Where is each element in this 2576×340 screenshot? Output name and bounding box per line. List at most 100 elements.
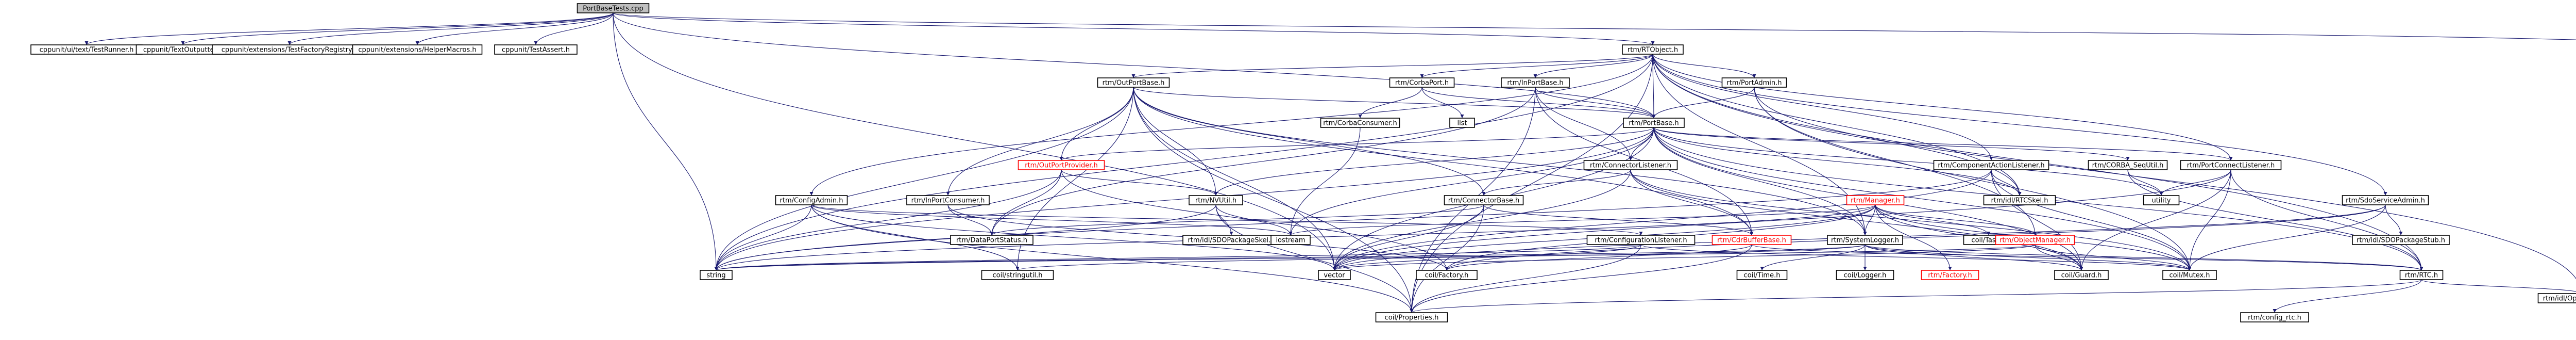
- edge-arrowhead: [1229, 232, 1233, 235]
- edge-arrowhead: [2419, 267, 2424, 270]
- node-rtm-sdoserviceadmin-h[interactable]: rtm/SdoServiceAdmin.h: [2342, 195, 2429, 205]
- node-box: [2240, 312, 2309, 322]
- node-rtm-nvutil-h[interactable]: rtm/NVUtil.h: [1189, 195, 1243, 205]
- node-coil-mutex-h[interactable]: coil/Mutex.h: [2162, 270, 2217, 280]
- node-rtm-dataportstatus-h[interactable]: rtm/DataPortStatus.h: [950, 235, 1033, 245]
- node-label: rtm/PortConnectListener.h: [2187, 162, 2275, 170]
- node-vector[interactable]: vector: [1318, 270, 1351, 280]
- node-box: [981, 270, 1054, 280]
- node-box: [700, 270, 733, 280]
- node-cppunit-ui-text-testrunner-h[interactable]: cppunit/ui/text/TestRunner.h: [30, 44, 143, 55]
- dependency-edge: [613, 12, 717, 271]
- node-rtm-rtc-h[interactable]: rtm/RTC.h: [2399, 270, 2444, 280]
- node-rtm-outportbase-h[interactable]: rtm/OutPortBase.h: [1097, 77, 1170, 88]
- node-rtm-connectorlistener-h[interactable]: rtm/ConnectorListener.h: [1583, 160, 1678, 170]
- node-box: [577, 3, 650, 13]
- node-rtm-componentactionlistener-h[interactable]: rtm/ComponentActionListener.h: [1933, 160, 2049, 170]
- node-box: [1995, 235, 2075, 245]
- edge-arrowhead: [1410, 309, 1414, 313]
- node-label: cppunit/ui/text/TestRunner.h: [40, 46, 134, 54]
- node-label: coil/Time.h: [1744, 272, 1781, 280]
- node-box: [1827, 235, 1903, 245]
- node-rtm-connectorbase-h[interactable]: rtm/ConnectorBase.h: [1444, 195, 1524, 205]
- node-box: [1736, 270, 1788, 280]
- node-rtm-corbaconsumer-h[interactable]: rtm/CorbaConsumer.h: [1320, 118, 1400, 128]
- node-label: vector: [1324, 272, 1345, 280]
- dependency-edge: [716, 204, 812, 271]
- dependency-edge: [716, 54, 1653, 271]
- dependency-edge: [716, 244, 1641, 271]
- node-label: iostream: [1276, 237, 1305, 245]
- edge-arrowhead: [1332, 267, 1336, 270]
- node-rtm-idl-sdopackagestub-h[interactable]: rtm/idl/SDOPackageStub.h: [2352, 235, 2450, 245]
- node-rtm-cdrbufferbase-h[interactable]: rtm/CdrBufferBase.h: [1711, 235, 1792, 245]
- node-rtm-portadmin-h[interactable]: rtm/PortAdmin.h: [1721, 77, 1787, 88]
- node-rtm-portconnectlistener-h[interactable]: rtm/PortConnectListener.h: [2180, 160, 2282, 170]
- node-rtm-idl-openrtmskel-h[interactable]: rtm/idl/OpenRTMSkel.h: [2537, 293, 2576, 303]
- edge-arrowhead: [2126, 157, 2130, 160]
- node-rtm-idl-rtcskel-h[interactable]: rtm/idl/RTCSkel.h: [1983, 195, 2056, 205]
- node-cppunit-extensions-helpermacros-h[interactable]: cppunit/extensions/HelperMacros.h: [352, 44, 483, 55]
- node-rtm-objectmanager-h[interactable]: rtm/ObjectManager.h: [1995, 235, 2075, 245]
- node-rtm-outportprovider-h[interactable]: rtm/OutPortProvider.h: [1018, 160, 1105, 170]
- edge-arrowhead: [1989, 157, 1993, 160]
- node-label: rtm/CorbaConsumer.h: [1323, 120, 1397, 127]
- edge-arrowhead: [2399, 232, 2403, 235]
- node-coil-factory-h[interactable]: coil/Factory.h: [1416, 270, 1478, 280]
- dependency-edge: [1133, 87, 1654, 119]
- node-label: rtm/idl/SDOPackageSkel.h: [1188, 237, 1275, 245]
- node-rtm-inportconsumer-h[interactable]: rtm/InPortConsumer.h: [906, 195, 990, 205]
- dependency-edge: [1630, 169, 2190, 271]
- node-rtm-corba-sequtil-h[interactable]: rtm/CORBA_SeqUtil.h: [2088, 160, 2168, 170]
- node-label: rtm/ConnectorListener.h: [1590, 162, 1671, 170]
- node-cppunit-testassert-h[interactable]: cppunit/TestAssert.h: [494, 44, 578, 55]
- node-rtm-configadmin-h[interactable]: rtm/ConfigAdmin.h: [775, 195, 848, 205]
- node-rtm-config-rtc-h[interactable]: rtm/config_rtc.h: [2240, 312, 2309, 322]
- dependency-edge: [1630, 169, 2082, 271]
- node-cppunit-extensions-testfactoryregistry-h[interactable]: cppunit/extensions/TestFactoryRegistry.h: [212, 44, 367, 55]
- node-label: rtm/ConfigurationListener.h: [1595, 237, 1687, 245]
- node-coil-logger-h[interactable]: coil/Logger.h: [1836, 270, 1894, 280]
- node-iostream[interactable]: iostream: [1270, 235, 1311, 245]
- node-label: rtm/InPortBase.h: [1507, 79, 1563, 87]
- node-list[interactable]: list: [1449, 118, 1475, 128]
- node-box: [2054, 270, 2109, 280]
- dependency-edge: [1360, 87, 1422, 119]
- node-label: rtm/idl/RTCSkel.h: [1991, 197, 2048, 205]
- dependency-edge: [1865, 244, 2422, 271]
- node-rtm-idl-sdopackageskel-h[interactable]: rtm/idl/SDOPackageSkel.h: [1182, 235, 1280, 245]
- node-coil-time-h[interactable]: coil/Time.h: [1736, 270, 1788, 280]
- edge-arrowhead: [1460, 115, 1464, 118]
- dependency-edge: [2127, 169, 2422, 271]
- node-label: rtm/NVUtil.h: [1195, 197, 1236, 205]
- node-utility[interactable]: utility: [2143, 195, 2180, 205]
- dependency-edge: [1133, 87, 1412, 313]
- node-label: cppunit/TextOutputter.h: [143, 46, 223, 54]
- dependency-edge: [991, 204, 1484, 236]
- node-string[interactable]: string: [700, 270, 733, 280]
- node-box: [2342, 195, 2429, 205]
- node-rtm-manager-h[interactable]: rtm/Manager.h: [1846, 195, 1905, 205]
- node-coil-properties-h[interactable]: coil/Properties.h: [1375, 312, 1448, 322]
- node-rtm-configurationlistener-h[interactable]: rtm/ConfigurationListener.h: [1586, 235, 1696, 245]
- node-rtm-inportbase-h[interactable]: rtm/InPortBase.h: [1501, 77, 1570, 88]
- node-rtm-rtobject-h[interactable]: rtm/RTObject.h: [1622, 44, 1684, 55]
- edge-arrowhead: [946, 192, 950, 196]
- node-rtm-portbase-h[interactable]: rtm/PortBase.h: [1623, 118, 1685, 128]
- edge-arrowhead: [990, 232, 994, 235]
- node-rtm-systemlogger-h[interactable]: rtm/SystemLogger.h: [1827, 235, 1903, 245]
- node-rtm-factory-h[interactable]: rtm/Factory.h: [1921, 270, 1979, 280]
- node-label: rtm/SdoServiceAdmin.h: [2346, 197, 2425, 205]
- node-coil-guard-h[interactable]: coil/Guard.h: [2054, 270, 2109, 280]
- node-portbasetests-cpp[interactable]: PortBaseTests.cpp: [577, 3, 650, 13]
- node-label: rtm/Manager.h: [1851, 197, 1900, 205]
- node-cppunit-textoutputter-h[interactable]: cppunit/TextOutputter.h: [135, 44, 230, 55]
- edge-arrowhead: [1214, 192, 1218, 196]
- node-rtm-corbaport-h[interactable]: rtm/CorbaPort.h: [1389, 77, 1455, 88]
- dependency-edge: [1334, 169, 1631, 271]
- dependency-edge: [811, 204, 1412, 313]
- edge-arrowhead: [2383, 192, 2387, 196]
- node-label: rtm/Factory.h: [1928, 272, 1972, 280]
- node-coil-stringutil-h[interactable]: coil/stringutil.h: [981, 270, 1054, 280]
